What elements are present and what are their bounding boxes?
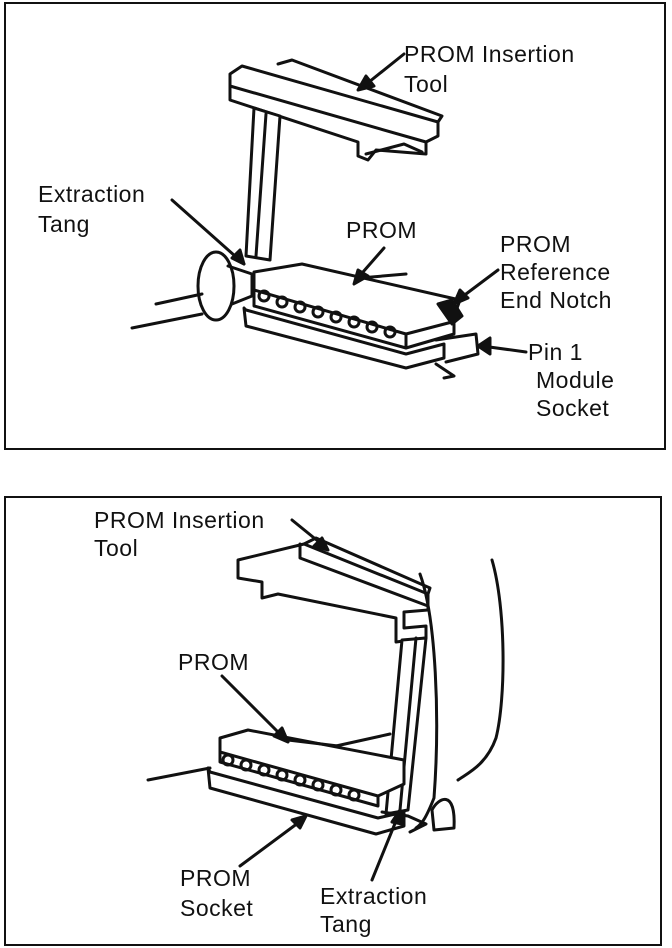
- figure-top-illustration: [130, 52, 528, 380]
- bottom-extraction-tang-label-line1: Extraction: [320, 883, 428, 909]
- bottom-prom-label: PROM: [178, 649, 249, 675]
- top-insertion-tool-label-line2: Tool: [404, 71, 449, 97]
- top-prom-and-socket-drawing: [242, 262, 480, 380]
- top-pin1-socket-label-line1: Pin 1: [528, 339, 583, 365]
- bottom-insertion-tool-label-line1: PROM Insertion: [94, 507, 265, 533]
- bottom-socket-drawing: [206, 766, 428, 836]
- top-leader-lines: [130, 52, 528, 356]
- top-pin1-socket-label-line3: Socket: [536, 395, 610, 421]
- bottom-leader-lines: [146, 518, 404, 882]
- top-reference-notch-label-line3: End Notch: [500, 287, 612, 313]
- figure-top-panel: PROM Insertion Tool Extraction Tang PROM…: [4, 2, 666, 450]
- top-reference-notch-label-line2: Reference: [500, 259, 611, 285]
- top-prom-label: PROM: [346, 217, 417, 243]
- top-reference-notch-label-line1: PROM: [500, 231, 571, 257]
- top-insertion-tool-label-line1: PROM Insertion: [404, 41, 575, 67]
- bottom-prom-drawing: [218, 728, 406, 808]
- top-extraction-tang-label-line2: Tang: [38, 211, 90, 237]
- bottom-extraction-tang-label-line2: Tang: [320, 911, 372, 937]
- top-extraction-tang-drawing: [196, 250, 254, 322]
- bottom-prom-socket-label-line1: PROM: [180, 865, 251, 891]
- bottom-insertion-tool-label-line2: Tool: [94, 535, 139, 561]
- top-extraction-tang-label-line1: Extraction: [38, 181, 146, 207]
- top-insertion-tool-drawing: [228, 58, 444, 262]
- top-pin1-socket-label-line2: Module: [536, 367, 615, 393]
- figure-bottom-illustration: [146, 518, 505, 882]
- bottom-prom-socket-label-line2: Socket: [180, 895, 254, 921]
- figure-bottom-panel: PROM Insertion Tool PROM PROM Socket Ext…: [4, 496, 662, 946]
- bottom-insertion-tool-drawing: [236, 536, 505, 832]
